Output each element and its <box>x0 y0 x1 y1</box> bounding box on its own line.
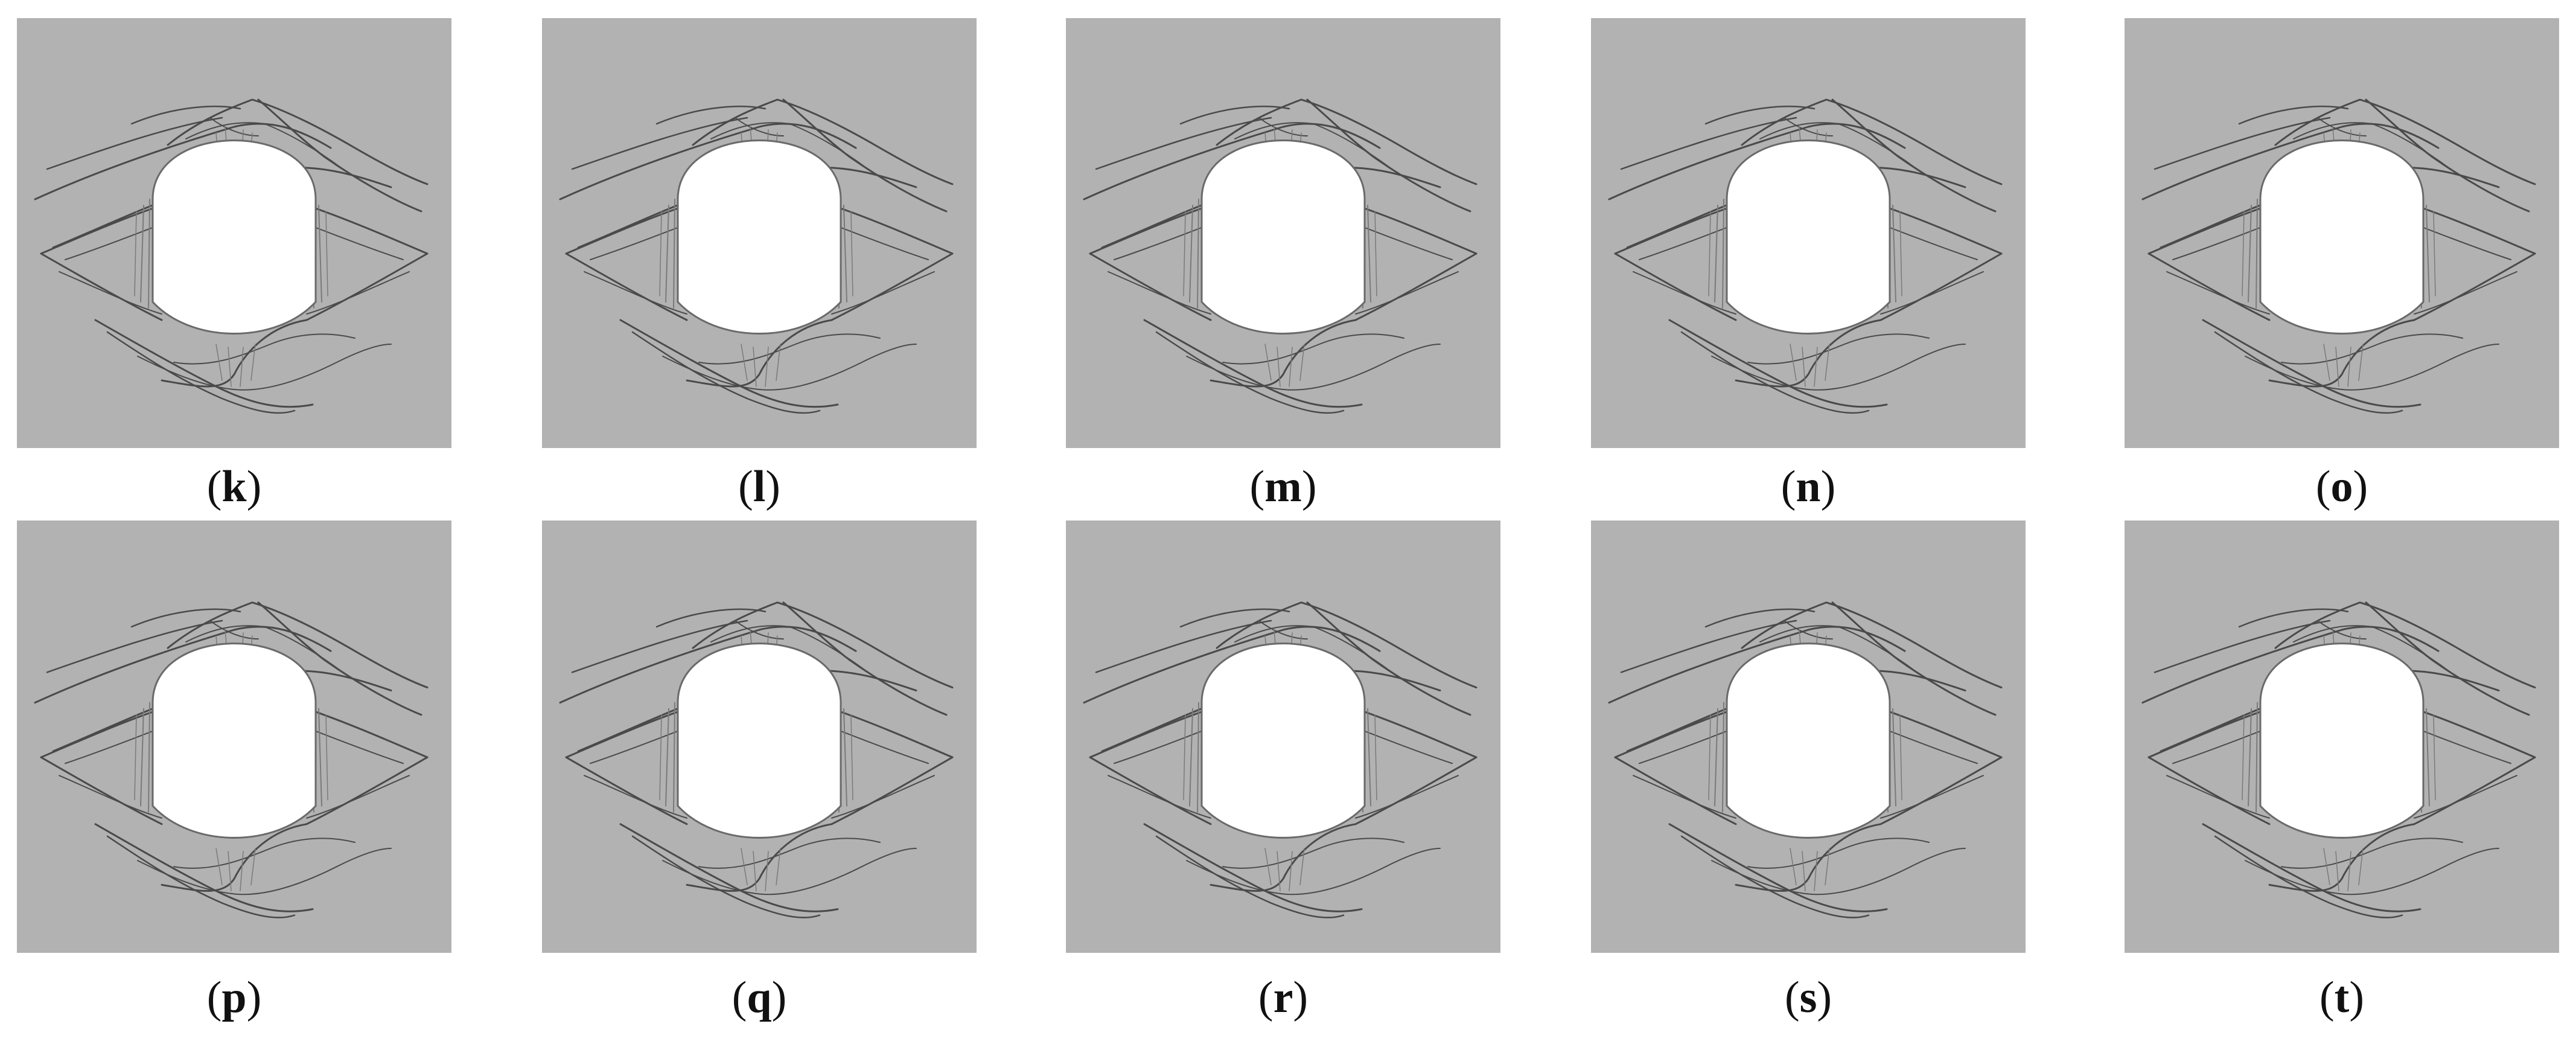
panel-image-s <box>1591 520 2026 953</box>
caption-paren-close: ) <box>1817 973 1832 1022</box>
panel-caption-m: (m) <box>1162 463 1404 511</box>
caption-paren-open: ( <box>732 973 747 1022</box>
fracture-pattern-image <box>2141 601 2536 918</box>
panel-caption-r: (r) <box>1162 973 1404 1022</box>
caption-paren-open: ( <box>206 462 222 511</box>
panel-image-q <box>542 520 977 953</box>
fracture-pattern-image <box>34 98 429 414</box>
fracture-pattern-image <box>559 601 954 918</box>
caption-paren-close: ) <box>765 462 780 511</box>
caption-paren-open: ( <box>738 462 753 511</box>
caption-letter: n <box>1796 462 1821 511</box>
caption-paren-close: ) <box>1301 462 1317 511</box>
caption-letter: m <box>1264 462 1302 511</box>
caption-letter: r <box>1273 973 1293 1022</box>
panel-image-o <box>2125 18 2559 448</box>
caption-paren-open: ( <box>1781 462 1796 511</box>
panel-image-n <box>1591 18 2026 448</box>
panel-caption-o: (o) <box>2221 463 2463 511</box>
caption-letter: p <box>222 973 247 1022</box>
fracture-pattern-image <box>2141 98 2536 414</box>
fracture-pattern-image <box>1083 98 1478 414</box>
panel-image-l <box>542 18 977 448</box>
caption-paren-open: ( <box>2319 973 2335 1022</box>
panel-image-t <box>2125 520 2559 953</box>
caption-paren-close: ) <box>1820 462 1836 511</box>
caption-paren-close: ) <box>1293 973 1309 1022</box>
fracture-pattern-image <box>1608 601 2003 918</box>
panel-image-p <box>17 520 451 953</box>
panel-caption-t: (t) <box>2221 973 2463 1022</box>
panel-caption-s: (s) <box>1688 973 1929 1022</box>
caption-paren-open: ( <box>1249 462 1265 511</box>
panel-caption-n: (n) <box>1688 463 1929 511</box>
caption-paren-open: ( <box>206 973 222 1022</box>
panel-image-k <box>17 18 451 448</box>
caption-letter: l <box>753 462 766 511</box>
caption-paren-open: ( <box>2315 462 2331 511</box>
fracture-pattern-image <box>34 601 429 918</box>
panel-caption-l: (l) <box>639 463 880 511</box>
caption-letter: t <box>2334 973 2350 1022</box>
panel-caption-k: (k) <box>113 463 355 511</box>
caption-paren-close: ) <box>2353 462 2368 511</box>
caption-paren-close: ) <box>246 462 262 511</box>
caption-paren-close: ) <box>246 973 262 1022</box>
caption-paren-open: ( <box>1258 973 1274 1022</box>
panel-caption-p: (p) <box>113 973 355 1022</box>
fracture-pattern-image <box>1608 98 2003 414</box>
caption-paren-open: ( <box>1784 973 1800 1022</box>
panel-image-r <box>1066 520 1500 953</box>
panel-image-m <box>1066 18 1500 448</box>
fracture-pattern-image <box>1083 601 1478 918</box>
panel-caption-q: (q) <box>639 973 880 1022</box>
caption-letter: s <box>1799 973 1817 1022</box>
fracture-pattern-image <box>559 98 954 414</box>
caption-paren-close: ) <box>771 973 787 1022</box>
caption-letter: q <box>747 973 772 1022</box>
caption-letter: o <box>2330 462 2353 511</box>
caption-letter: k <box>222 462 247 511</box>
caption-paren-close: ) <box>2349 973 2364 1022</box>
